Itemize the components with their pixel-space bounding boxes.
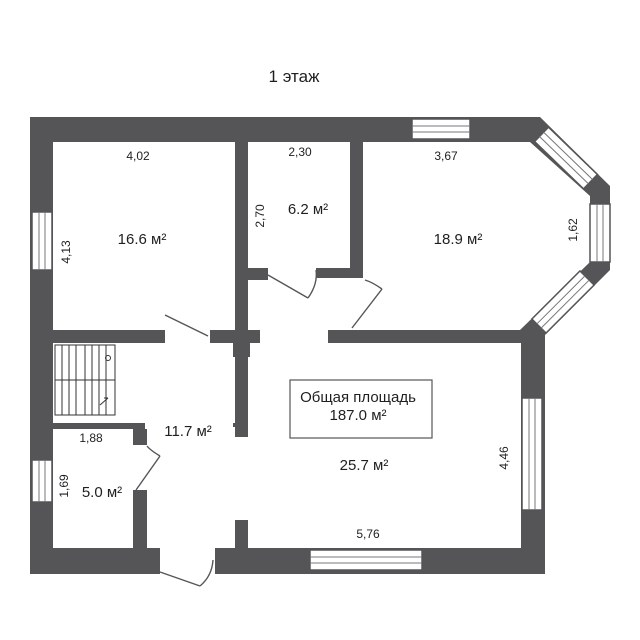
room-c-bay: 1,62 — [566, 218, 580, 242]
small-room-floor — [53, 428, 133, 548]
living-room-height: 4,46 — [497, 446, 511, 470]
total-area-value: 187.0 м² — [329, 407, 386, 424]
door-room-a — [164, 314, 209, 337]
small-room-width: 1,88 — [79, 431, 103, 445]
window-top — [411, 118, 471, 140]
hall-area: 11.7 м² — [164, 423, 212, 440]
door-entrance — [159, 559, 214, 587]
doorway-a — [165, 328, 210, 345]
window-bay-middle — [589, 203, 611, 263]
room-a-floor — [53, 142, 235, 330]
window-bay-lower — [530, 269, 596, 335]
living-room-floor — [248, 343, 521, 548]
room-floors — [53, 142, 590, 576]
living-room-width: 5,76 — [356, 527, 380, 541]
door-room-b — [267, 269, 318, 299]
doorway-c — [361, 278, 365, 328]
doorway-entrance — [160, 546, 215, 576]
room-a-width: 4,02 — [126, 149, 150, 163]
room-b-area: 6.2 м² — [288, 201, 328, 218]
doorway-hall-living — [233, 423, 250, 543]
room-c-area: 18.9 м² — [434, 231, 483, 248]
doorway-small — [131, 445, 147, 490]
windows — [31, 118, 611, 571]
small-room-height: 1,69 — [57, 474, 71, 498]
room-b-height: 2,70 — [253, 204, 267, 228]
interior-wall-stubs — [53, 142, 363, 548]
room-b-floor — [248, 142, 350, 268]
doorway-b — [268, 266, 316, 270]
doors — [135, 269, 383, 587]
window-bay-upper — [533, 126, 599, 190]
floor-title: 1 этаж — [269, 67, 321, 86]
window-left-small-room — [31, 459, 53, 503]
total-area-box — [289, 379, 433, 439]
door-room-c — [351, 279, 383, 329]
room-c-width: 3,67 — [434, 149, 458, 163]
door-small-room — [135, 445, 161, 491]
room-c-floor — [363, 142, 590, 330]
total-area-label: Общая площадь — [300, 389, 416, 406]
small-room-area: 5.0 м² — [82, 484, 122, 501]
hall-floor-lower — [145, 423, 235, 548]
room-a-height: 4,13 — [59, 240, 73, 264]
living-room-area: 25.7 м² — [340, 457, 389, 474]
window-right-living — [521, 397, 543, 511]
room-b-width: 2,30 — [288, 145, 312, 159]
window-bottom-living — [309, 549, 423, 571]
hall-floor — [53, 343, 235, 423]
doorway-corridor — [260, 328, 328, 345]
room-a-area: 16.6 м² — [118, 231, 167, 248]
stairs — [54, 344, 116, 416]
window-left-room-a — [31, 211, 53, 271]
